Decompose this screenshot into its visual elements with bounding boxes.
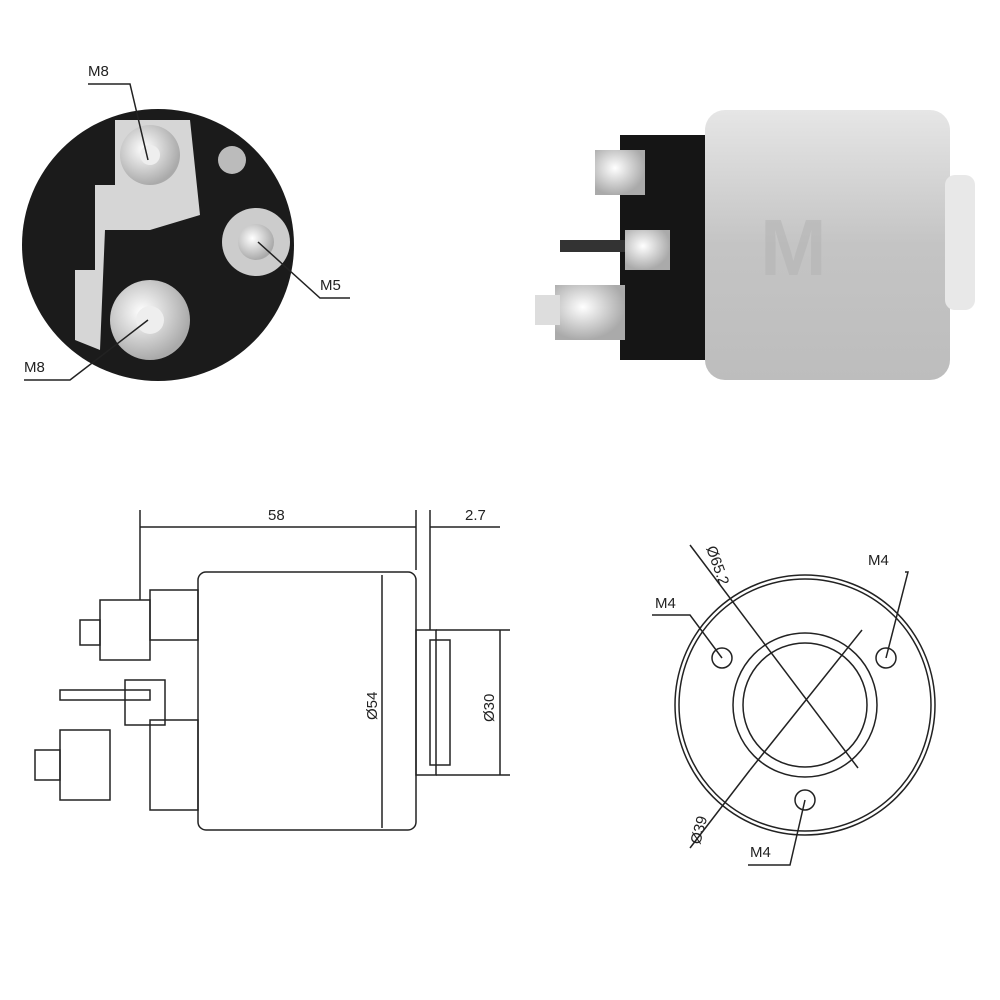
dim-offset: 2.7 bbox=[465, 507, 486, 524]
dim-length: 58 bbox=[268, 507, 285, 524]
label-hole-left: M4 bbox=[655, 595, 676, 612]
end-view-drawing: Ø65.2 Ø39 M4 M4 M4 bbox=[652, 544, 936, 866]
end-view-photo bbox=[22, 109, 294, 381]
side-view-photo: M bbox=[535, 110, 975, 380]
label-hole-right: M4 bbox=[868, 552, 889, 569]
label-m8-bottom: M8 bbox=[24, 359, 45, 376]
dim-boss-diameter: Ø30 bbox=[481, 694, 498, 722]
dim-body-diameter: Ø54 bbox=[364, 692, 381, 720]
side-view-drawing: 58 2.7 Ø54 Ø30 bbox=[34, 507, 510, 831]
label-m8-top: M8 bbox=[88, 63, 109, 80]
svg-text:M: M bbox=[760, 203, 827, 292]
dim-bolt-circle: Ø65.2 bbox=[702, 544, 732, 588]
dim-inner-diameter: Ø39 bbox=[687, 814, 711, 846]
terminal-labels: M8 M5 M8 bbox=[24, 63, 350, 381]
label-m5: M5 bbox=[320, 277, 341, 294]
label-hole-bottom: M4 bbox=[750, 844, 771, 861]
